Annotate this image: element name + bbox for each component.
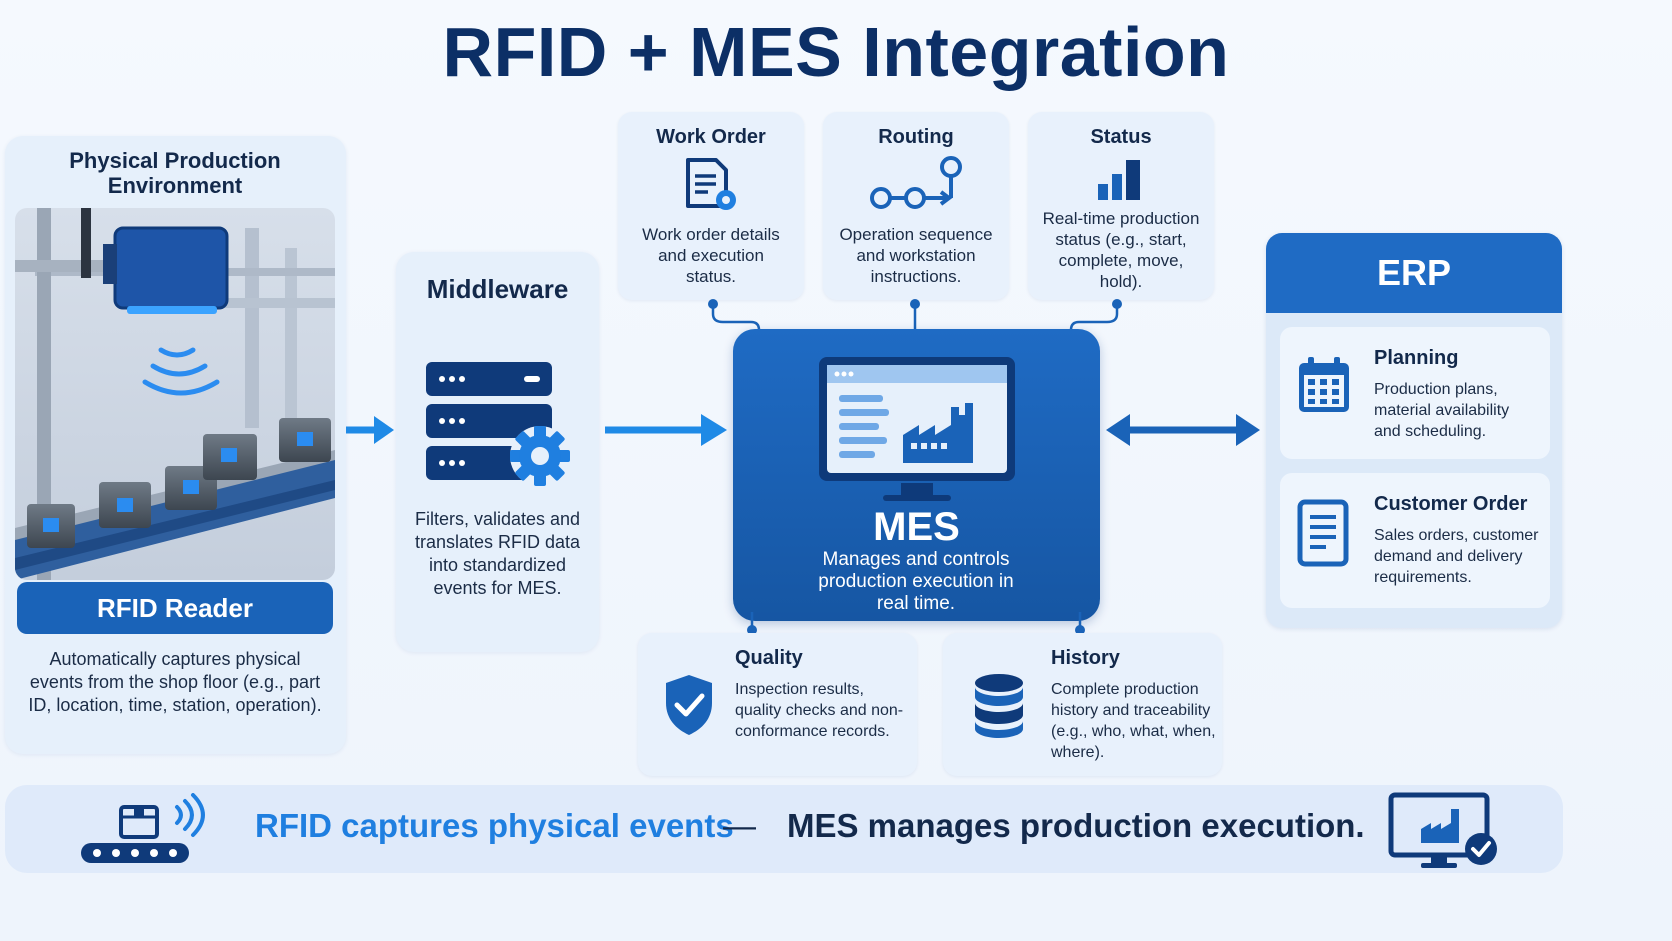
footer-right-text: MES manages production execution. bbox=[787, 807, 1365, 844]
mes-description: Manages and controls production executio… bbox=[818, 549, 1014, 614]
routing-icon bbox=[867, 154, 967, 221]
work-order-text: Work order details and execution status. bbox=[642, 225, 780, 286]
monitor-check-icon bbox=[1387, 791, 1503, 876]
bar-chart-icon bbox=[1096, 156, 1146, 207]
conveyor-rfid-icon bbox=[77, 793, 213, 872]
arrow-physical-to-middleware bbox=[346, 416, 394, 444]
work-order-icon bbox=[684, 156, 740, 219]
card-status: Status Real-time production status (e.g.… bbox=[1028, 112, 1214, 300]
customer-order-title: Customer Order bbox=[1374, 493, 1528, 515]
card-quality: Quality Inspection results, quality chec… bbox=[638, 633, 917, 776]
erp-title: ERP bbox=[1376, 252, 1452, 293]
history-title: History bbox=[1051, 647, 1120, 669]
mes-title: MES bbox=[873, 505, 960, 549]
page-title: RFID + MES Integration bbox=[442, 13, 1230, 91]
middleware-description: Filters, validates and translates RFID d… bbox=[414, 509, 581, 598]
physical-description: Automatically captures physical events f… bbox=[28, 649, 322, 715]
footer-left-text: RFID captures physical events bbox=[255, 807, 734, 844]
status-text: Real-time production status (e.g., start… bbox=[1042, 209, 1200, 291]
document-icon bbox=[1296, 499, 1352, 572]
footer-dash: — bbox=[723, 807, 756, 844]
rfid-reader-label: RFID Reader bbox=[17, 582, 333, 634]
mes-monitor-icon bbox=[817, 355, 1017, 510]
planning-text: Production plans, material availability … bbox=[1374, 381, 1510, 440]
card-work-order: Work Order Work order details and execut… bbox=[618, 112, 804, 300]
card-routing: Routing Operation sequence and workstati… bbox=[823, 112, 1009, 300]
physical-environment-panel: Physical Production Environment bbox=[5, 136, 346, 754]
history-text: Complete production history and traceabi… bbox=[1051, 681, 1216, 761]
server-gear-icon bbox=[424, 360, 580, 495]
erp-item-planning: Planning Production plans, material avai… bbox=[1280, 327, 1550, 459]
quality-title: Quality bbox=[735, 647, 803, 669]
calendar-icon bbox=[1296, 355, 1352, 420]
planning-title: Planning bbox=[1374, 347, 1459, 369]
arrow-mes-erp-bidirectional bbox=[1106, 414, 1260, 446]
routing-text: Operation sequence and workstation instr… bbox=[839, 225, 993, 286]
erp-panel: ERP Planning Production plans, material … bbox=[1266, 233, 1562, 628]
connectors-top bbox=[708, 299, 1122, 332]
customer-order-text: Sales orders, customer demand and delive… bbox=[1374, 527, 1539, 586]
database-icon bbox=[973, 673, 1025, 744]
card-history: History Complete production history and … bbox=[943, 633, 1222, 776]
status-title: Status bbox=[1090, 126, 1152, 148]
middleware-panel: Middleware bbox=[396, 252, 599, 652]
work-order-title: Work Order bbox=[656, 126, 766, 148]
factory-illustration bbox=[15, 208, 335, 580]
middleware-heading: Middleware bbox=[426, 274, 569, 304]
shield-check-icon bbox=[662, 673, 716, 742]
physical-heading: Physical Production Environment bbox=[69, 148, 281, 198]
quality-text: Inspection results, quality checks and n… bbox=[735, 681, 904, 740]
routing-title: Routing bbox=[878, 126, 954, 148]
footer-banner: RFID captures physical events — MES mana… bbox=[5, 785, 1563, 873]
connectors-bottom bbox=[747, 612, 1085, 635]
erp-item-customer-order: Customer Order Sales orders, customer de… bbox=[1280, 473, 1550, 608]
erp-header: ERP bbox=[1266, 233, 1562, 313]
arrow-middleware-to-mes bbox=[605, 414, 727, 446]
mes-block: MES Manages and controls production exec… bbox=[733, 329, 1100, 621]
